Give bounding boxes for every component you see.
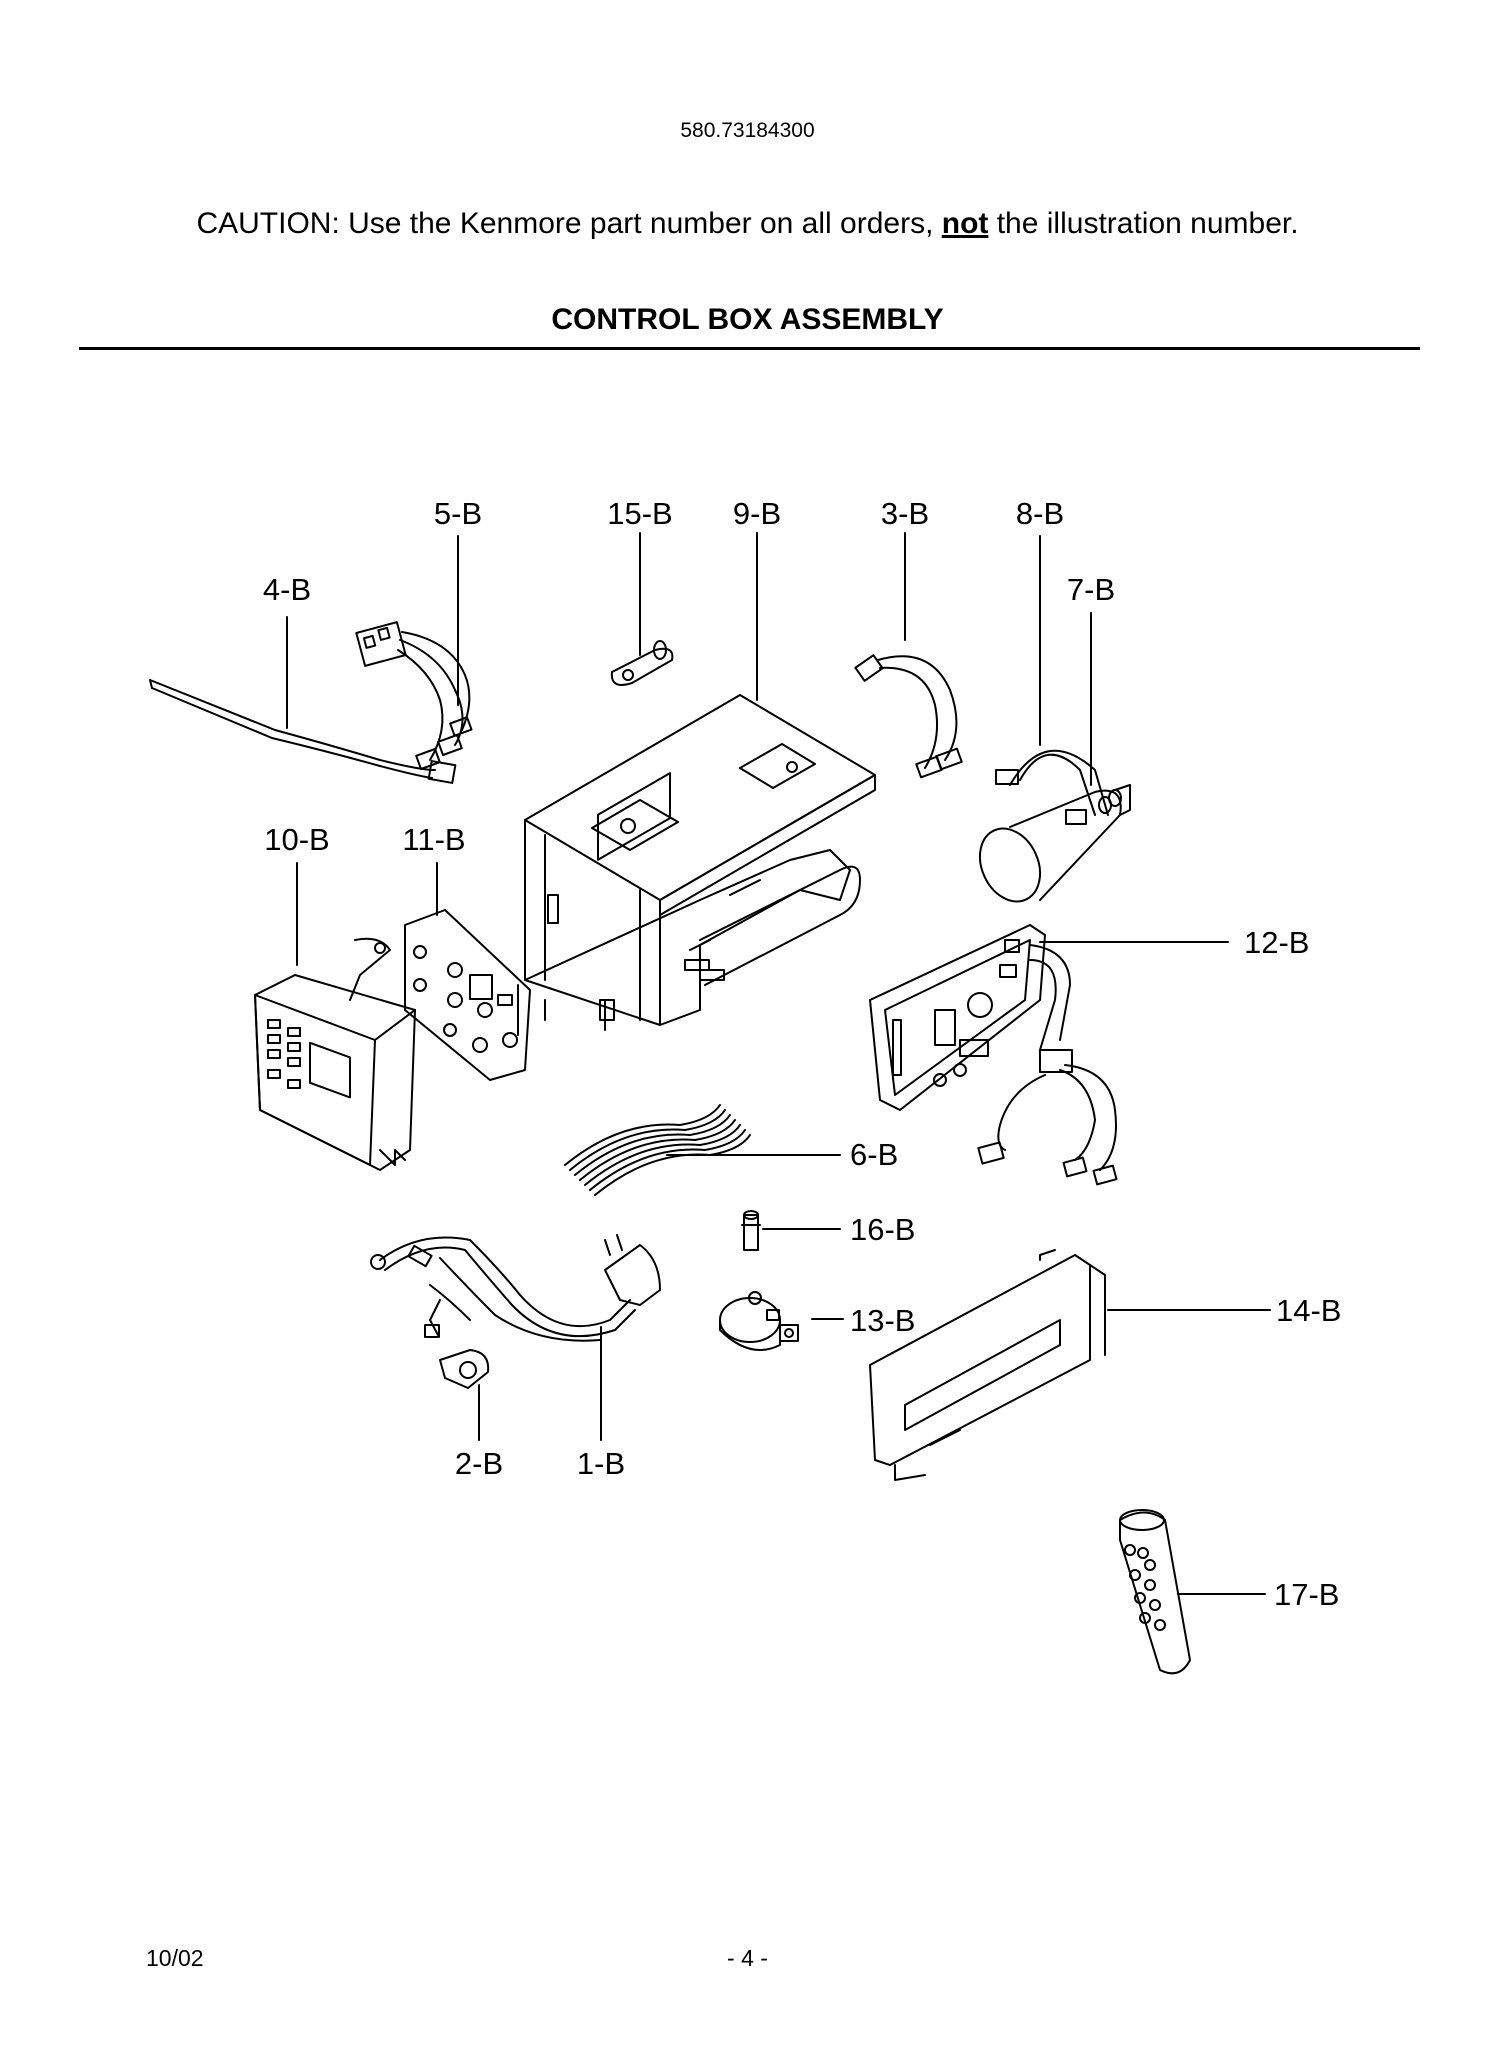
wire-harness-part-5b [356,622,471,769]
callout-6b: 6-B [850,1137,898,1172]
main-pcb-part-12b [870,925,1116,1184]
ribbon-cable-part-6b [565,1105,750,1195]
callout-13b: 13-B [850,1303,915,1338]
callout-8b: 8-B [1016,496,1064,531]
bracket-part-15b [612,641,673,685]
motor-part-13b [720,1292,798,1350]
power-cord-part-1b [371,1235,660,1341]
callout-3b: 3-B [881,496,929,531]
title-rule [79,347,1420,350]
display-board-part-11b [405,910,530,1080]
remote-control-part-17b [1120,1510,1190,1673]
callout-4b: 4-B [263,572,311,607]
caution-notice: CAUTION: Use the Kenmore part number on … [0,207,1495,241]
cord-clamp-part-2b [440,1350,488,1388]
callout-1b: 1-B [577,1446,625,1481]
footer-date: 10/02 [146,1945,204,1971]
caution-emphasis: not [941,207,989,240]
model-number: 580.73184300 [680,119,815,142]
page-number: - 4 - [727,1945,768,1971]
callout-10b: 10-B [264,822,329,857]
page-title: CONTROL BOX ASSEMBLY [551,303,944,336]
callout-11b: 11-B [402,822,465,857]
control-box-chassis-part-9b [525,695,875,1030]
cover-panel-part-14b [870,1250,1105,1480]
callout-16b: 16-B [850,1212,915,1247]
caution-text-suffix: the illustration number. [988,207,1299,240]
caution-text-prefix: CAUTION: Use the Kenmore part number on … [196,207,942,240]
wire-lead-part-4b [150,680,455,783]
callout-7b: 7-B [1067,572,1115,607]
wire-part-3b [855,655,961,777]
callout-9b: 9-B [733,496,781,531]
callout-14b: 14-B [1276,1293,1341,1328]
control-panel-part-10b [255,939,415,1170]
sensor-part-16b [742,1211,760,1250]
callout-5b: 5-B [434,496,482,531]
callout-2b: 2-B [455,1446,503,1481]
callout-17b: 17-B [1274,1577,1339,1612]
capacitor-part-7b [969,785,1130,911]
callout-12b: 12-B [1244,925,1309,960]
callout-15b: 15-B [607,496,672,531]
